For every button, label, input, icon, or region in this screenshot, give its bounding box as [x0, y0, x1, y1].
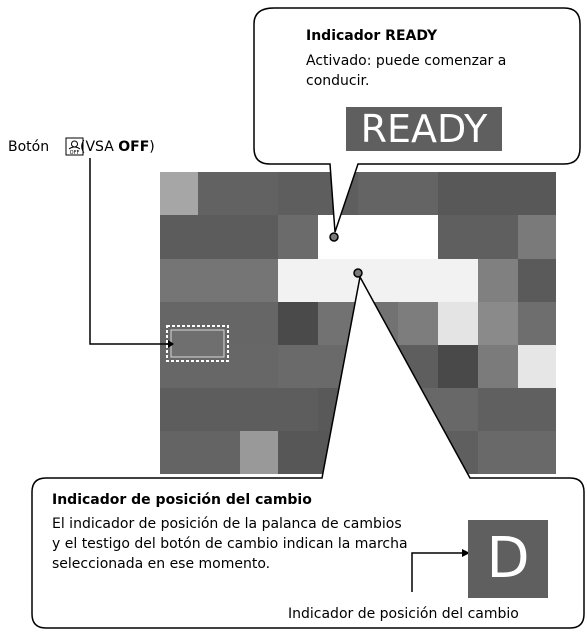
vsa-leader-line [89, 158, 168, 345]
ready-callout-description: Activado: puede comenzar a conducir. [306, 53, 507, 89]
ready-callout-title: Indicador READY [306, 28, 438, 44]
vsa-paren-open: (VSA [80, 139, 119, 155]
ready-indicator-display: READY [346, 107, 502, 151]
gear-indicator-caption: Indicador de posición del cambio [288, 606, 519, 622]
gear-callout-title: Indicador de posición del cambio [52, 492, 312, 508]
vsa-prefix: Botón [8, 139, 50, 155]
vsa-leader-arrow [168, 340, 174, 348]
gear-pointer-dot [353, 268, 363, 278]
ready-pointer-dot [329, 232, 339, 242]
gear-position-display: D [468, 520, 548, 598]
vsa-button-label: Botón (VSA OFF) [8, 137, 155, 157]
gear-leader-arrow [462, 549, 470, 557]
vsa-off-icon: OFF [65, 137, 84, 156]
svg-text:OFF: OFF [70, 150, 80, 156]
vsa-off-text: OFF [118, 139, 150, 155]
vsa-paren-close: ) [149, 139, 155, 155]
gear-callout-bubble [31, 274, 585, 629]
gear-callout-description: El indicador de posición de la palanca d… [52, 516, 408, 572]
gear-leader-line [411, 552, 464, 592]
